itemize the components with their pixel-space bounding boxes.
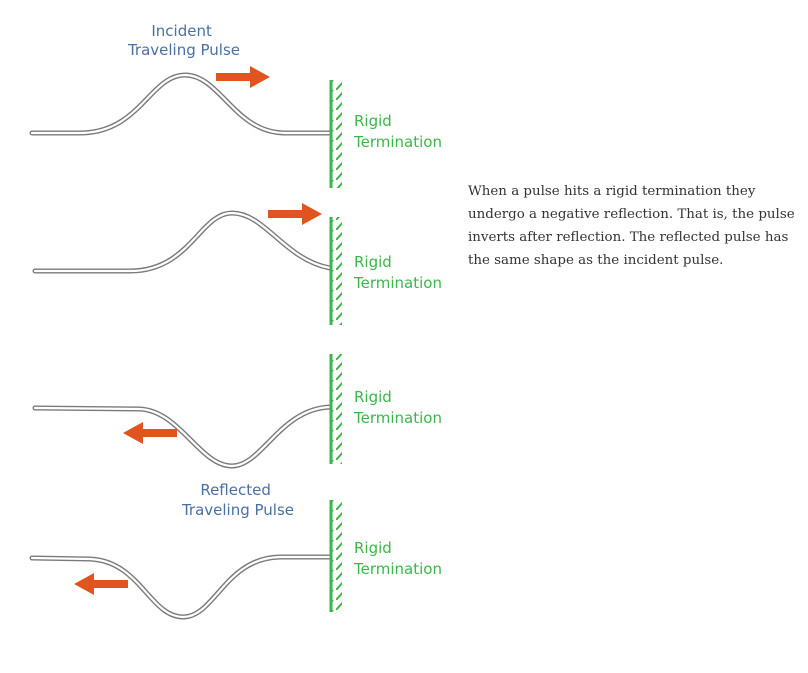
arrow-right-icon bbox=[268, 203, 322, 225]
rigid-wall-2 bbox=[329, 217, 342, 325]
panel-incident: Incident Traveling Pulse Rigid Terminati… bbox=[29, 22, 442, 188]
panel-at-wall: Rigid Termination bbox=[32, 203, 442, 325]
rigid-termination-label-1: Rigid Termination bbox=[353, 112, 442, 151]
arrow-right-icon bbox=[216, 66, 270, 88]
caption-line: the same shape as the incident pulse. bbox=[468, 253, 724, 268]
reflected-label: Reflected Traveling Pulse bbox=[181, 481, 294, 519]
rigid-wall-4 bbox=[329, 500, 342, 612]
caption-line: When a pulse hits a rigid termination th… bbox=[468, 184, 756, 199]
arrow-left-icon bbox=[123, 422, 177, 444]
explanation-text: When a pulse hits a rigid termination th… bbox=[468, 180, 808, 272]
string-1 bbox=[29, 72, 333, 136]
incident-label: Incident Traveling Pulse bbox=[127, 22, 240, 59]
panel-reflected: Reflected Traveling Pulse Rigid Terminat… bbox=[29, 481, 442, 620]
rigid-termination-label-2: Rigid Termination bbox=[353, 253, 442, 292]
panel-inverted: Rigid Termination bbox=[32, 354, 442, 469]
caption-line: inverts after reflection. The reflected … bbox=[468, 230, 789, 245]
string-3 bbox=[32, 404, 333, 469]
caption-line: undergo a negative reflection. That is, … bbox=[468, 207, 795, 222]
rigid-wall-3 bbox=[329, 354, 342, 464]
arrow-left-icon bbox=[74, 573, 128, 595]
rigid-termination-label-4: Rigid Termination bbox=[353, 539, 442, 578]
string-4 bbox=[29, 554, 333, 620]
rigid-wall-1 bbox=[329, 80, 342, 188]
rigid-termination-label-3: Rigid Termination bbox=[353, 388, 442, 427]
string-2 bbox=[32, 210, 333, 274]
